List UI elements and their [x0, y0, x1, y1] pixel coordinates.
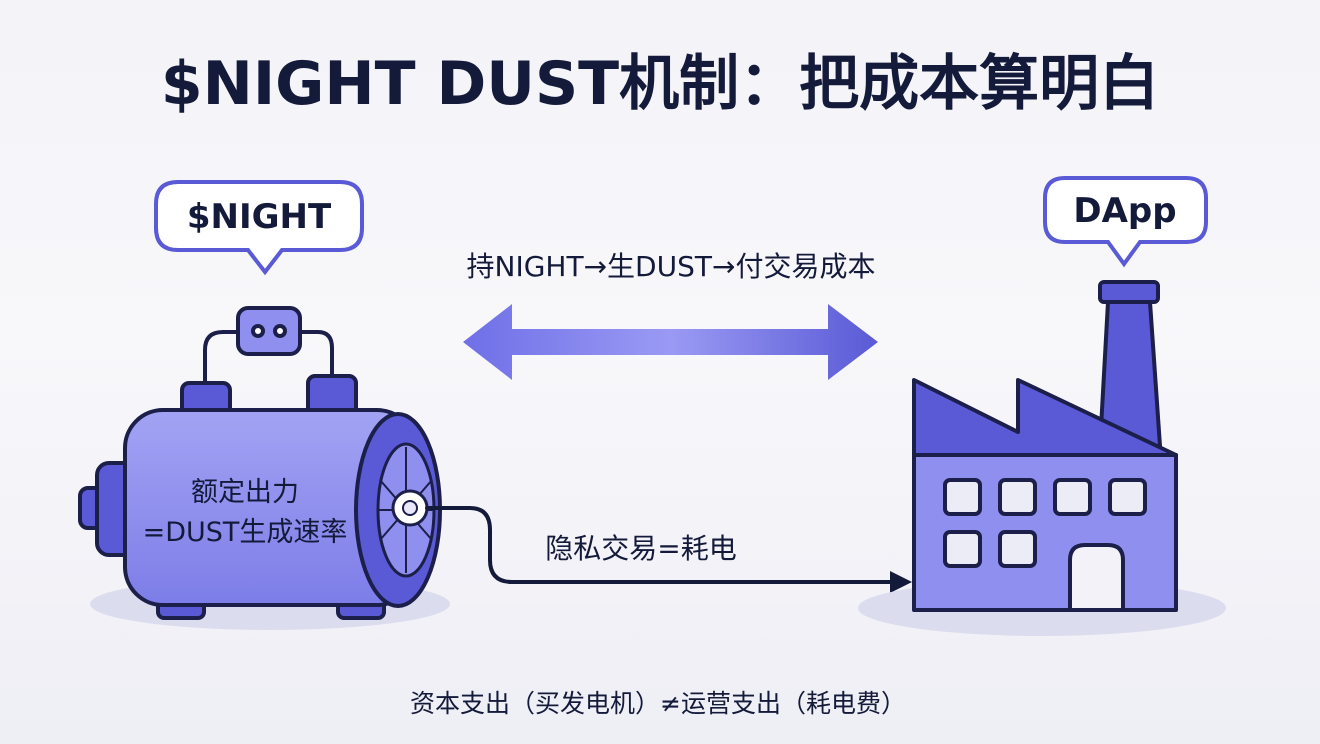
factory-icon	[912, 280, 1178, 612]
window	[943, 478, 982, 516]
window	[1108, 478, 1147, 516]
footer-note: 资本支出（买发电机）≠运营支出（耗电费）	[410, 689, 906, 718]
generator-icon	[78, 306, 442, 620]
plug-icon	[236, 306, 302, 356]
page-title: $NIGHT DUST机制：把成本算明白	[161, 49, 1159, 119]
plug-wire	[298, 330, 334, 382]
bubble-shape	[154, 180, 364, 276]
bubble-shape	[1043, 176, 1208, 268]
generator-label-line2: =DUST生成速率	[143, 517, 348, 548]
window	[998, 530, 1037, 568]
plug-hole	[251, 324, 265, 338]
night-speech-bubble: $NIGHT	[154, 180, 364, 276]
generator-label-line1: 额定出力	[191, 477, 299, 508]
plug-hole	[273, 324, 287, 338]
flow-label: 持NIGHT→生DUST→付交易成本	[467, 250, 876, 283]
power-cable	[425, 506, 892, 584]
plug-wire	[203, 330, 242, 388]
chimney-cap	[1098, 280, 1160, 304]
window	[943, 530, 982, 568]
window	[1053, 478, 1092, 516]
dapp-bubble-text: DApp	[1073, 191, 1176, 231]
factory-door	[1068, 543, 1125, 612]
cable-label: 隐私交易=耗电	[545, 532, 736, 565]
window	[998, 478, 1037, 516]
double-arrow-icon	[463, 304, 878, 380]
dapp-speech-bubble: DApp	[1043, 176, 1208, 268]
night-bubble-text: $NIGHT	[187, 197, 332, 237]
fan-icon	[376, 442, 436, 578]
cable-arrowhead-icon	[890, 571, 912, 593]
